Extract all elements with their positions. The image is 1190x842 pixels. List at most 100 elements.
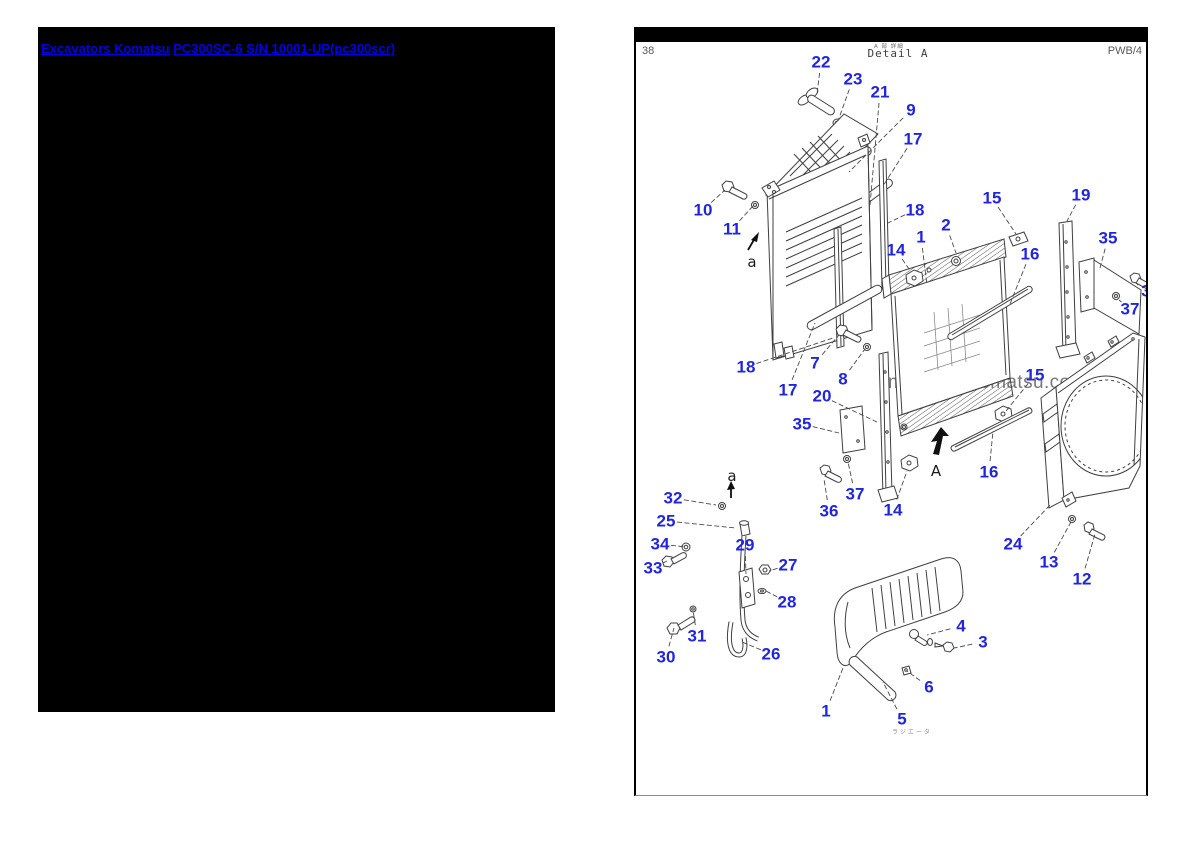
part-overflow-hose [661, 481, 772, 658]
callout-18-17: 18 [737, 358, 756, 377]
callout-28-37: 28 [778, 593, 797, 612]
breadcrumb-link-category[interactable]: Excavators Komatsu [41, 41, 170, 56]
callout-34-33: 34 [651, 535, 670, 554]
parts-diagram: 2223219171011182114151935337161817782035… [644, 53, 1146, 729]
leader-line [847, 461, 854, 484]
leader-line [1053, 521, 1072, 553]
breadcrumb-link-model[interactable]: PC300SC-6 S/N 10001-UP(pc300scr) [173, 41, 396, 56]
leader-line [710, 189, 726, 203]
callout-35-13: 35 [1099, 229, 1118, 248]
leader-line [768, 567, 778, 572]
callout-14-10: 14 [887, 241, 906, 260]
callout-17-18: 17 [779, 381, 798, 400]
callout-1-9: 1 [916, 228, 925, 247]
callout-30-38: 30 [657, 648, 676, 667]
part-side-channels [819, 220, 1146, 503]
leader-line [1099, 248, 1106, 269]
leader-line [692, 609, 696, 626]
leader-line [821, 334, 840, 355]
part-fan-shroud [1040, 332, 1146, 541]
leader-line [823, 478, 828, 501]
callout-33-34: 33 [644, 559, 663, 578]
leader-line [849, 348, 866, 371]
callout-16-16: 16 [1021, 245, 1040, 264]
page-number: 38 [642, 45, 655, 57]
leader-line [901, 258, 912, 273]
view-letter-a-2: a [727, 467, 736, 485]
callout-24-28: 24 [1004, 535, 1023, 554]
detail-a-caption-jp: A 部 詳細 [874, 44, 904, 50]
callout-21-2: 21 [871, 83, 890, 102]
callout-18-7: 18 [906, 201, 925, 220]
breadcrumb: Excavators Komatsu PC300SC-6 S/N 10001-U… [41, 41, 395, 56]
detail-a-caption: Detail A [867, 47, 929, 60]
callout-37-25: 37 [846, 485, 865, 504]
callout-15-11: 15 [983, 189, 1002, 208]
callout-4-42: 4 [956, 617, 966, 636]
callout-26-40: 26 [762, 645, 781, 664]
part-reservoir-tank [833, 557, 964, 702]
leader-line [906, 670, 921, 681]
sheet-top-bar [636, 27, 1146, 42]
leader-line [997, 206, 1017, 235]
callout-14-26: 14 [884, 501, 903, 520]
leader-line [1005, 383, 1029, 412]
callout-23-1: 23 [844, 70, 863, 89]
leader-line [668, 627, 675, 647]
view-letter-A-1: A [931, 462, 942, 480]
part-radiator [881, 231, 1033, 472]
bottom-caption-jp: ラジエータ [892, 729, 932, 736]
callout-37-15: 37 [1121, 300, 1140, 319]
leader-line [676, 521, 737, 529]
leader-line [887, 214, 906, 224]
callout-32-31: 32 [664, 489, 683, 508]
leader-line [756, 337, 834, 364]
part-guard-frame [721, 145, 890, 361]
leader-line [989, 430, 994, 462]
callout-17-4: 17 [904, 130, 923, 149]
callout-7-19: 7 [810, 354, 819, 373]
callout-3-14: 3 [1141, 282, 1146, 301]
leader-line [831, 400, 880, 424]
leader-line [765, 590, 778, 598]
leader-line [683, 499, 717, 506]
leader-line [816, 72, 821, 95]
leader-line [953, 643, 973, 649]
leader-line [1066, 204, 1077, 222]
callout-5-45: 5 [897, 710, 906, 729]
callout-9-3: 9 [906, 101, 915, 120]
leader-line [1136, 284, 1139, 286]
leader-line [926, 628, 951, 636]
callout-20-21: 20 [813, 387, 832, 406]
leader-line [837, 89, 850, 122]
leader-line [791, 322, 816, 380]
leader-line [1020, 504, 1051, 537]
callout-27-36: 27 [779, 556, 798, 575]
leader-line [949, 235, 957, 254]
callout-8-20: 8 [838, 370, 847, 389]
leader-line [812, 426, 840, 434]
doc-code: PWB/4 [1107, 45, 1142, 57]
leader-line [670, 544, 687, 548]
leader-line [662, 560, 668, 564]
callout-36-24: 36 [820, 502, 839, 521]
callout-11-6: 11 [723, 220, 741, 239]
callout-19-12: 19 [1072, 186, 1091, 205]
callout-22-0: 22 [812, 53, 831, 72]
left-black-panel: Excavators Komatsu PC300SC-6 S/N 10001-U… [38, 27, 555, 712]
callout-16-27: 16 [980, 463, 999, 482]
callout-31-39: 31 [688, 627, 707, 646]
leader-line [739, 205, 754, 222]
leader-line [848, 117, 904, 173]
callout-29-35: 29 [736, 536, 755, 555]
leader-line [869, 102, 880, 206]
callout-layer: 2223219171011182114151935337161817782035… [644, 53, 1146, 729]
callout-1-41: 1 [821, 702, 830, 721]
leader-line [882, 681, 898, 710]
callout-6-44: 6 [924, 678, 933, 697]
callout-35-22: 35 [793, 415, 812, 434]
leader-line [829, 667, 844, 701]
callout-25-32: 25 [657, 512, 676, 531]
callout-3-43: 3 [978, 633, 987, 652]
